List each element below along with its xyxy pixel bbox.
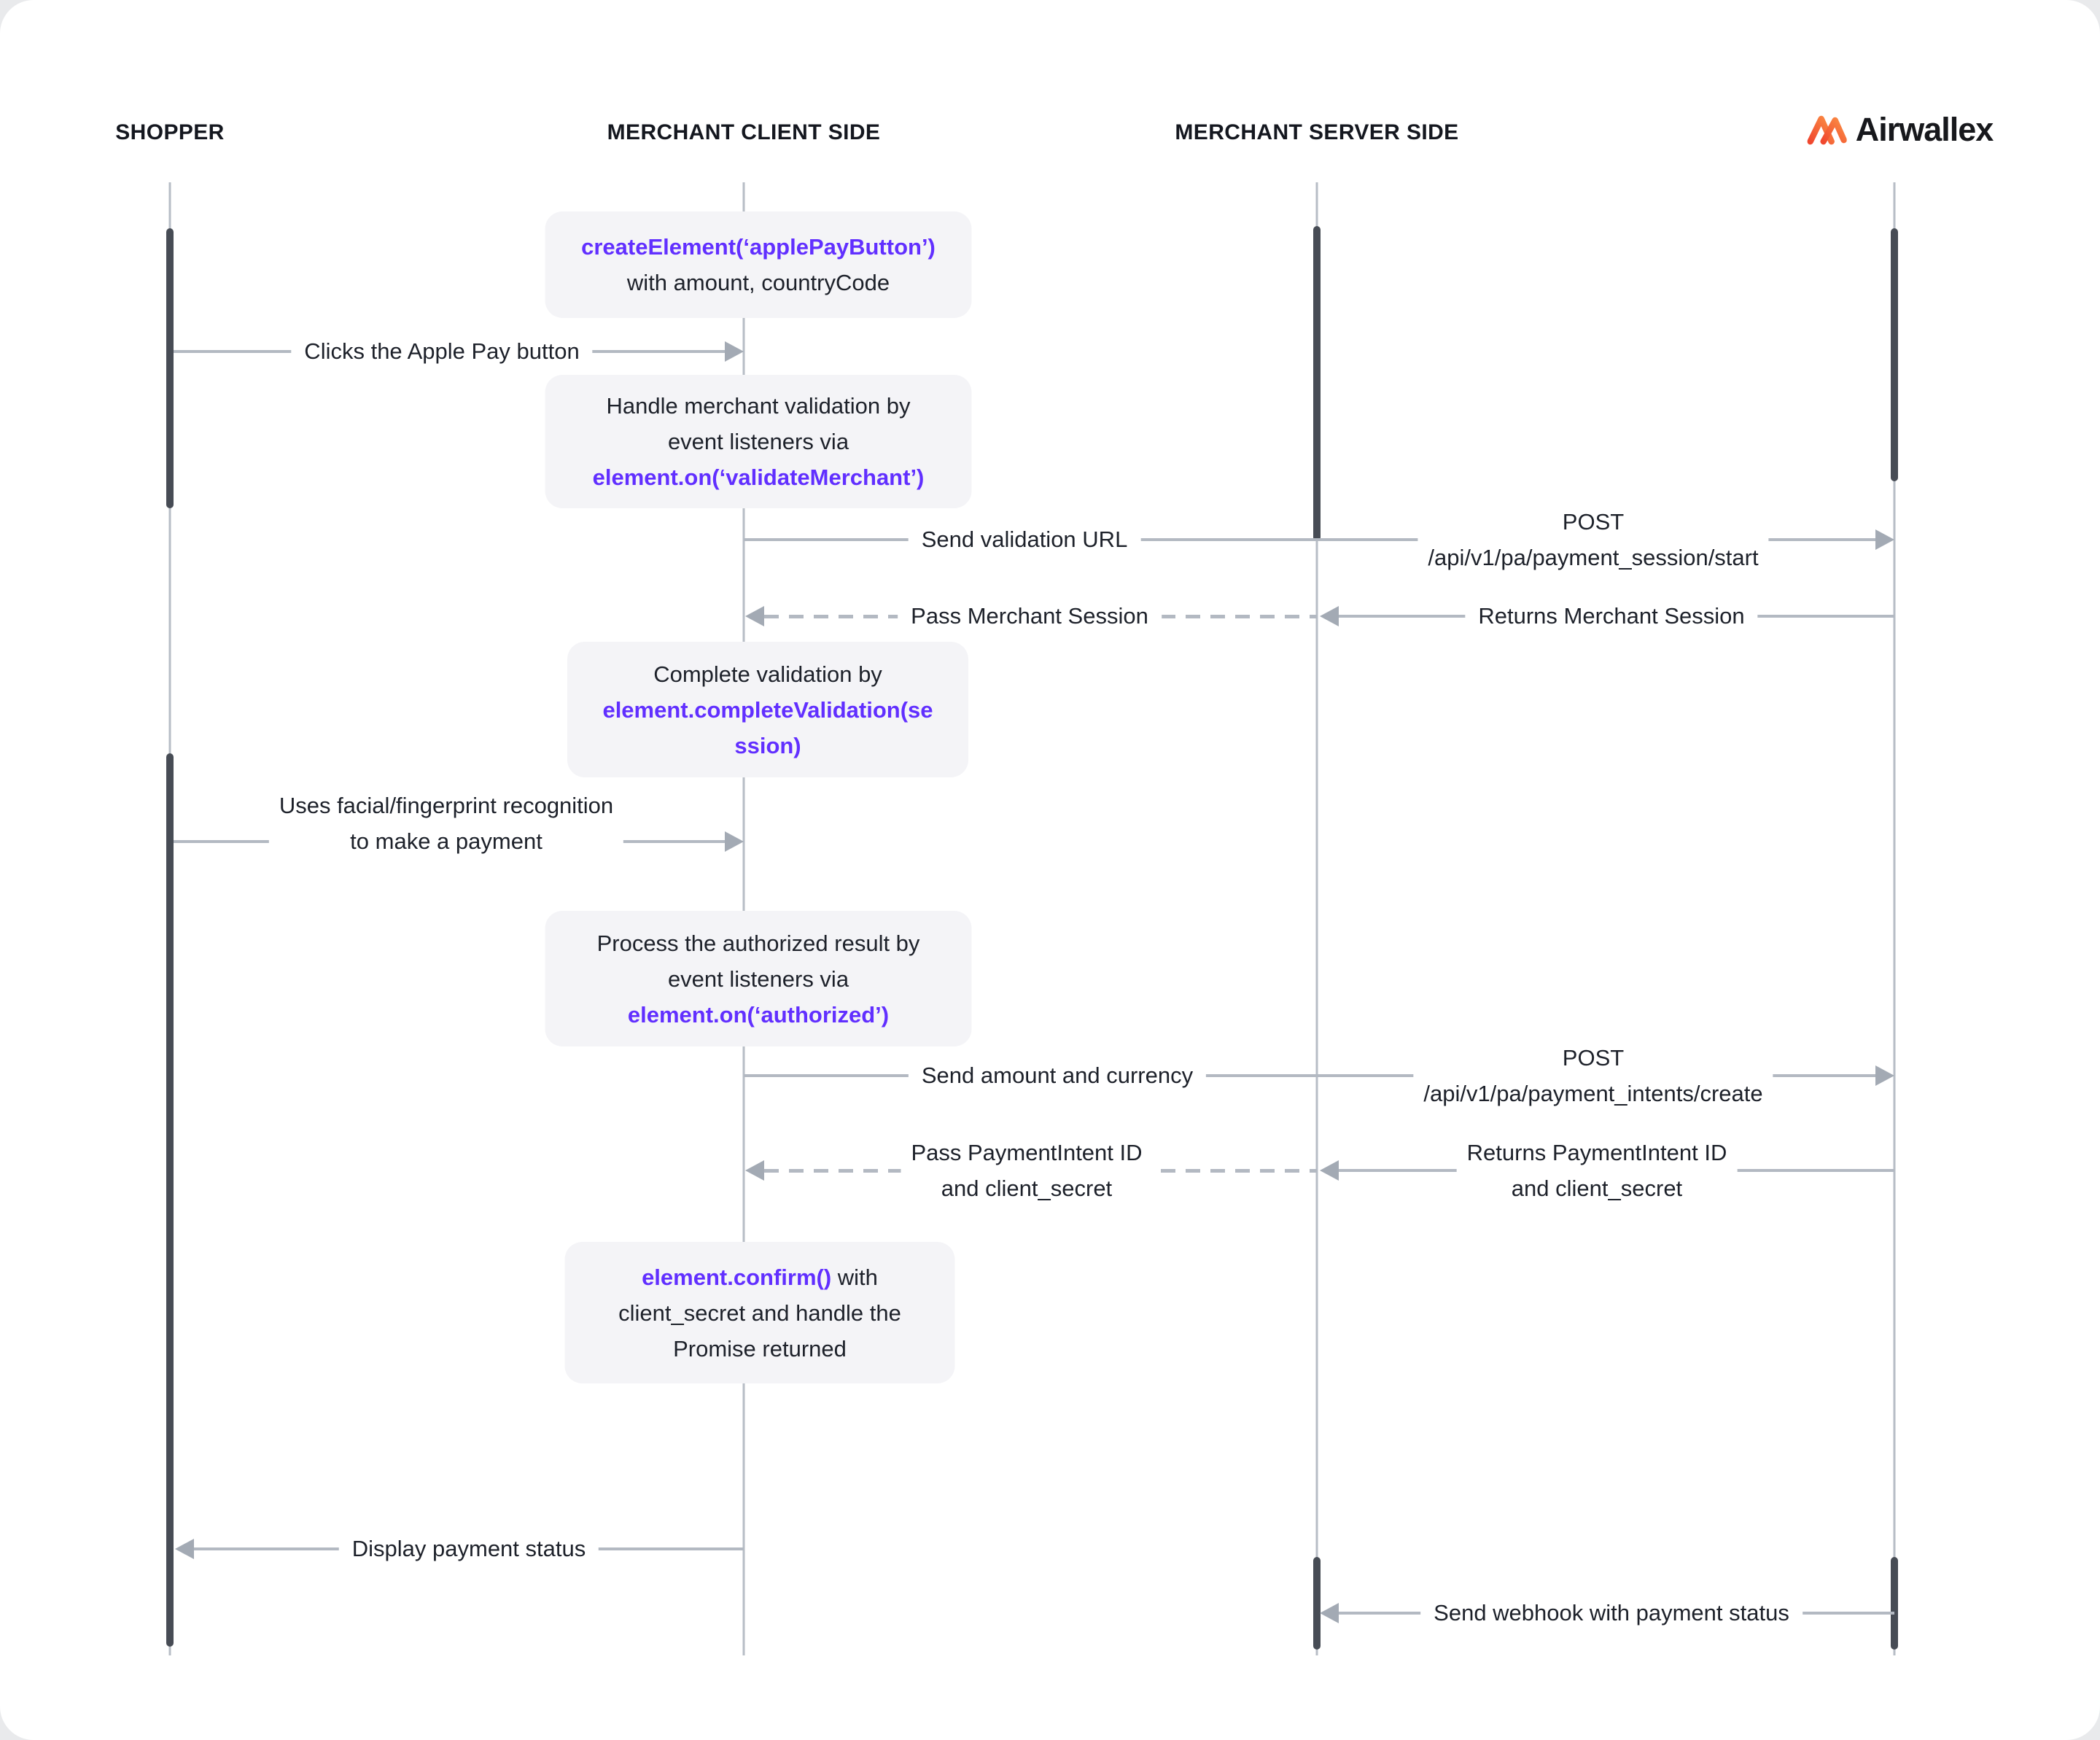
- activation-bar-shopper-2: [166, 753, 174, 1647]
- note-handle-merchant-validation: Handle merchant validation by event list…: [545, 375, 972, 508]
- message-line-send-validation-url: [744, 538, 1877, 541]
- lifeline-merchant-server: [1315, 182, 1318, 1655]
- note-complete-validation: Complete validation by element.completeV…: [567, 642, 968, 777]
- airwallex-wordmark: Airwallex: [1855, 111, 1994, 148]
- activation-bar-merchant-server-1: [1313, 226, 1321, 541]
- activation-bar-shopper-1: [166, 228, 174, 508]
- arrowhead-left-icon: [175, 1539, 194, 1559]
- arrowhead-left-icon: [1320, 606, 1339, 626]
- note-element-confirm: element.confirm() with client_secret and…: [564, 1242, 955, 1383]
- activation-bar-merchant-server-2: [1313, 1557, 1321, 1650]
- airwallex-logo-icon: [1807, 114, 1847, 146]
- message-label-display-payment-status: Display payment status: [338, 1531, 599, 1566]
- message-label-send-webhook: Send webhook with payment status: [1420, 1596, 1802, 1631]
- arrowhead-right-icon: [725, 831, 744, 852]
- lifeline-header-merchant-server: MERCHANT SERVER SIDE: [1175, 120, 1459, 144]
- arrowhead-right-icon: [1875, 1065, 1894, 1086]
- message-label-facial-fingerprint: Uses facial/fingerprint recognition to m…: [268, 788, 624, 859]
- note-create-element: createElement(‘applePayButton’) with amo…: [545, 211, 972, 318]
- airwallex-logo: Airwallex: [1807, 111, 1994, 149]
- message-label-returns-paymentintent: Returns PaymentIntent ID and client_secr…: [1456, 1135, 1738, 1206]
- arrowhead-left-icon: [1320, 1603, 1339, 1623]
- message-line-send-amount-currency: [744, 1074, 1877, 1077]
- arrowhead-right-icon: [1875, 529, 1894, 550]
- message-label-clicks-apple-pay: Clicks the Apple Pay button: [291, 334, 593, 369]
- arrowhead-left-icon: [745, 606, 764, 626]
- message-label-returns-merchant-session: Returns Merchant Session: [1465, 599, 1758, 634]
- note-process-authorized: Process the authorized result by event l…: [545, 911, 972, 1046]
- lifeline-header-shopper: SHOPPER: [115, 120, 225, 144]
- arrowhead-left-icon: [745, 1160, 764, 1181]
- arrowhead-right-icon: [725, 341, 744, 362]
- message-label-pass-merchant-session: Pass Merchant Session: [898, 599, 1162, 634]
- arrowhead-left-icon: [1320, 1160, 1339, 1181]
- message-label-send-amount-currency: Send amount and currency: [908, 1058, 1207, 1093]
- message-label-pass-paymentintent: Pass PaymentIntent ID and client_secret: [901, 1135, 1153, 1206]
- lifeline-airwallex: [1893, 182, 1896, 1655]
- message-label-send-validation-url: Send validation URL: [908, 522, 1141, 557]
- activation-bar-airwallex-1: [1891, 228, 1898, 481]
- message-label-post-payment-session: POST /api/v1/pa/payment_session/start: [1418, 504, 1769, 575]
- lifeline-header-merchant-client: MERCHANT CLIENT SIDE: [607, 120, 881, 144]
- activation-bar-airwallex-2: [1891, 1557, 1898, 1650]
- message-label-post-payment-intents: POST /api/v1/pa/payment_intents/create: [1413, 1040, 1773, 1111]
